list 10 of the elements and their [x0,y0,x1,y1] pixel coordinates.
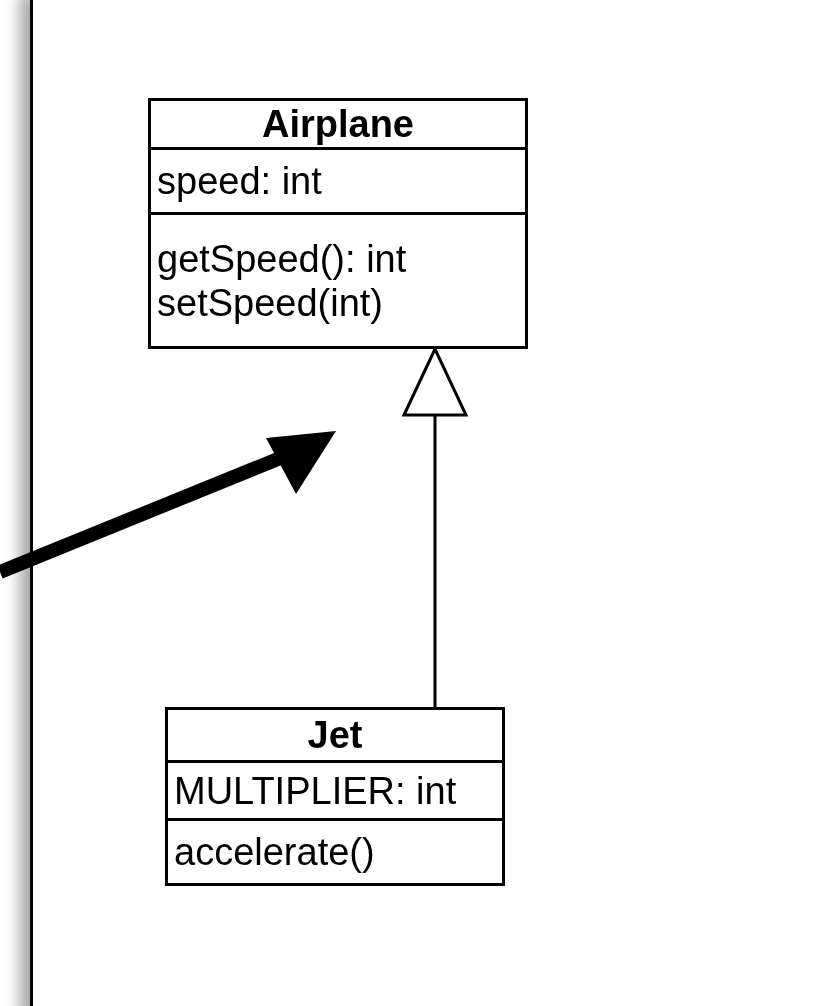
class-name: Airplane [261,102,414,146]
inheritance-arrow [402,347,468,707]
attribute-text: MULTIPLIER: int [174,768,457,813]
method-text: setSpeed(int) [157,280,383,325]
class-name: Jet [307,713,363,757]
method-text: accelerate() [174,830,375,874]
attribute-text: speed: int [157,159,322,203]
class-box [148,98,528,349]
class-box [165,707,505,886]
method-text: getSpeed(): int [157,236,407,281]
